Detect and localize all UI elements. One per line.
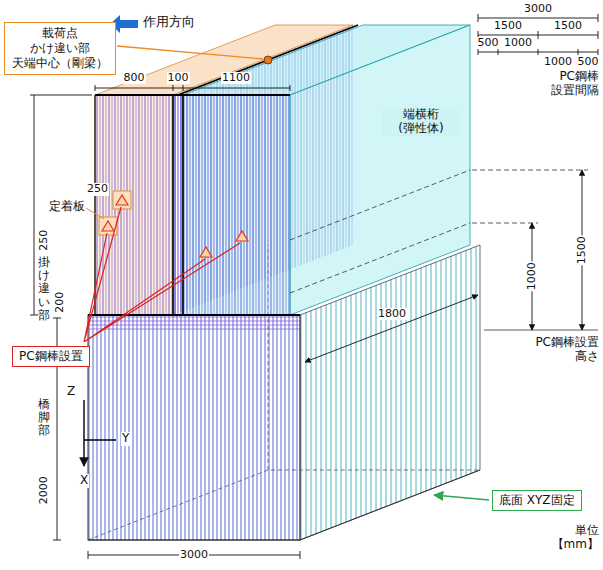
axis-label: X [79, 474, 89, 488]
leader-line [86, 208, 104, 219]
callout-text: 底面 XYZ固定 [499, 493, 575, 508]
axis-arrow [84, 400, 116, 466]
dimension-label: 250 [86, 183, 109, 196]
anchor-plate [113, 191, 131, 209]
part-label: 定着板 [48, 200, 86, 214]
dimension-label: 1500 [553, 20, 583, 33]
dimension-label: 500 [577, 56, 600, 69]
seat-rebar-front [95, 95, 290, 315]
dimension-label: 500 [477, 37, 500, 50]
dimension-label: 2000 [38, 475, 51, 505]
dimension-label: 100 [167, 72, 190, 85]
leader-line [117, 46, 263, 59]
dimension-label: 1000 [503, 37, 533, 50]
pc-bar-marker [236, 231, 248, 241]
dimension-label: 800 [123, 72, 146, 85]
dimension-label: 1800 [377, 308, 407, 321]
model-edge [88, 95, 300, 315]
dimension-label: 1000 [543, 56, 573, 69]
dimension-label: 1000 [526, 261, 539, 291]
unit-note: 単位 【mm】 [530, 524, 600, 552]
axis-label: Z [66, 385, 76, 399]
pc-bar-line [290, 170, 588, 293]
leader-line [84, 207, 240, 342]
dimension-label: 200 [54, 290, 67, 313]
model-edge [94, 95, 95, 315]
dimension-label: 3000 [523, 3, 553, 16]
note-label: PC鋼棒設置 高さ [506, 336, 600, 364]
base-line [484, 330, 598, 331]
pier-edge [88, 470, 480, 540]
part-label: 端横桁 (弾性体) [382, 108, 460, 136]
dimension-label: 250 [38, 228, 51, 251]
pc-bar-marker [116, 195, 128, 205]
callout-text: PC鋼棒設置 [19, 349, 83, 364]
joint-edge [173, 25, 358, 315]
axis-label: Y [121, 432, 130, 446]
load-point-callout: 載荷点 かけ違い部 天端中心（剛梁） [4, 22, 116, 75]
dimension-label: 1500 [576, 235, 589, 265]
part-label: 掛け違い部 [38, 256, 50, 322]
dimension-label: 1100 [221, 72, 251, 85]
crossbeam-side [290, 25, 470, 315]
direction-label: 作用方向 [142, 15, 196, 30]
pc-bar-marker [102, 221, 114, 231]
load-point [264, 56, 272, 64]
dimension-line [305, 295, 478, 362]
leader-line [434, 495, 489, 500]
part-label: 橋脚部 [38, 398, 50, 438]
dimension-label: 3000 [179, 549, 209, 562]
dimension-label: 1500 [493, 20, 523, 33]
crossbeam-front [183, 95, 290, 315]
pc-bar-marker [200, 247, 212, 257]
boundary-callout: 底面 XYZ固定 [492, 490, 582, 511]
pc-bar-callout: PC鋼棒設置 [12, 346, 90, 367]
note-label: PC鋼棒 設置間隔 [520, 70, 600, 98]
callout-text: 載荷点 かけ違い部 天端中心（剛梁） [8, 26, 112, 71]
dimension-line [95, 85, 290, 91]
seat-block-front [95, 95, 173, 315]
